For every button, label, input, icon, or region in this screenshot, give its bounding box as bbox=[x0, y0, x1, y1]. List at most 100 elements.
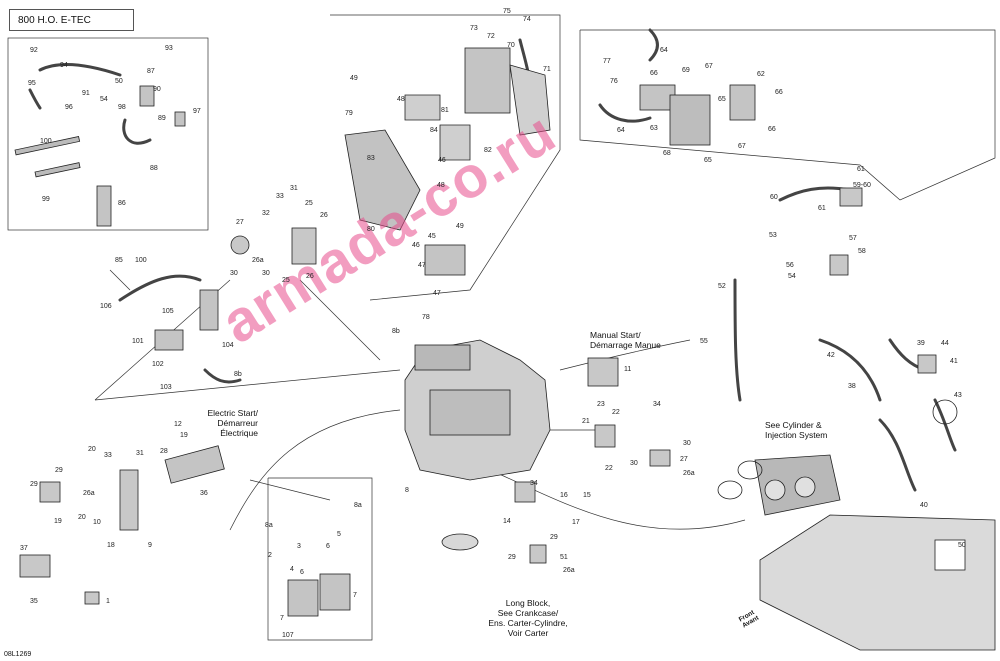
callout-100: 100 bbox=[135, 257, 147, 264]
callout-56: 56 bbox=[786, 262, 794, 269]
callout-100: 100 bbox=[40, 138, 52, 145]
callout-77: 77 bbox=[603, 58, 611, 65]
callout-27: 27 bbox=[236, 219, 244, 226]
callout-62: 62 bbox=[757, 71, 765, 78]
note-electric-start: Electric Start/ Démarreur Électrique bbox=[207, 408, 258, 438]
callout-66: 66 bbox=[650, 70, 658, 77]
callout-29: 29 bbox=[550, 534, 558, 541]
callout-47: 47 bbox=[418, 262, 426, 269]
callout-55: 55 bbox=[700, 338, 708, 345]
callout-58: 58 bbox=[858, 248, 866, 255]
callout-72: 72 bbox=[487, 33, 495, 40]
callout-29: 29 bbox=[55, 467, 63, 474]
callout-26a: 26a bbox=[683, 470, 695, 477]
callout-34: 34 bbox=[653, 401, 661, 408]
callout-46: 46 bbox=[438, 157, 446, 164]
callout-98: 98 bbox=[118, 104, 126, 111]
callout-19: 19 bbox=[180, 432, 188, 439]
callout-35: 35 bbox=[30, 598, 38, 605]
callout-80: 80 bbox=[367, 226, 375, 233]
callout-9: 9 bbox=[148, 542, 152, 549]
callout-30: 30 bbox=[683, 440, 691, 447]
callout-29: 29 bbox=[30, 481, 38, 488]
callout-73: 73 bbox=[470, 25, 478, 32]
callout-92: 92 bbox=[30, 47, 38, 54]
callout-1: 1 bbox=[106, 598, 110, 605]
callout-76: 76 bbox=[610, 78, 618, 85]
callout-33: 33 bbox=[276, 193, 284, 200]
callout-46: 46 bbox=[412, 242, 420, 249]
callout-43: 43 bbox=[954, 392, 962, 399]
callout-74: 74 bbox=[523, 16, 531, 23]
callout-11: 11 bbox=[624, 366, 632, 373]
group-box-ignition bbox=[267, 477, 373, 641]
callout-65: 65 bbox=[704, 157, 712, 164]
callout-94: 94 bbox=[60, 62, 68, 69]
callout-21: 21 bbox=[582, 418, 590, 425]
callout-67: 67 bbox=[705, 63, 713, 70]
callout-12: 12 bbox=[174, 421, 182, 428]
callout-8: 8 bbox=[405, 487, 409, 494]
callout-26: 26 bbox=[306, 273, 314, 280]
callout-67: 67 bbox=[738, 143, 746, 150]
part-107 bbox=[441, 533, 479, 551]
callout-97: 97 bbox=[193, 108, 201, 115]
callout-93: 93 bbox=[165, 45, 173, 52]
callout-5: 5 bbox=[337, 531, 341, 538]
callout-27: 27 bbox=[680, 456, 688, 463]
callout-64: 64 bbox=[617, 127, 625, 134]
callout-61: 61 bbox=[818, 205, 826, 212]
callout-8b: 8b bbox=[392, 328, 400, 335]
callout-54: 54 bbox=[788, 273, 796, 280]
callout-30: 30 bbox=[230, 270, 238, 277]
callout-32: 32 bbox=[262, 210, 270, 217]
callout-70: 70 bbox=[507, 42, 515, 49]
callout-82: 82 bbox=[484, 147, 492, 154]
callout-49: 49 bbox=[456, 223, 464, 230]
callout-8a: 8a bbox=[354, 502, 362, 509]
callout-64: 64 bbox=[660, 47, 668, 54]
ecm-module bbox=[464, 47, 511, 114]
callout-38: 38 bbox=[848, 383, 856, 390]
doc-code: 08L1269 bbox=[4, 651, 32, 658]
callout-23: 23 bbox=[597, 401, 605, 408]
callout-54: 54 bbox=[100, 96, 108, 103]
callout-28: 28 bbox=[160, 448, 168, 455]
callout-61: 61 bbox=[857, 166, 865, 173]
callout-39: 39 bbox=[917, 340, 925, 347]
callout-91: 91 bbox=[82, 90, 90, 97]
callout-2: 2 bbox=[268, 552, 272, 559]
callout-78: 78 bbox=[422, 314, 430, 321]
callout-66: 66 bbox=[768, 126, 776, 133]
callout-49: 49 bbox=[350, 75, 358, 82]
callout-36: 36 bbox=[200, 490, 208, 497]
note-manual-start: Manual Start/ Démarrage Manue bbox=[590, 330, 661, 350]
callout-15: 15 bbox=[583, 492, 591, 499]
callout-26a: 26a bbox=[252, 257, 264, 264]
group-box-upper-left bbox=[7, 37, 209, 231]
air-silencer bbox=[344, 129, 421, 231]
callout-102: 102 bbox=[152, 361, 164, 368]
callout-45: 45 bbox=[428, 233, 436, 240]
callout-81: 81 bbox=[441, 107, 449, 114]
callout-60: 60 bbox=[770, 194, 778, 201]
callout-41: 41 bbox=[950, 358, 958, 365]
callout-48: 48 bbox=[437, 182, 445, 189]
callout-8b: 8b bbox=[234, 371, 242, 378]
callout-25: 25 bbox=[305, 200, 313, 207]
callout-14: 14 bbox=[503, 518, 511, 525]
callout-30: 30 bbox=[262, 270, 270, 277]
callout-65: 65 bbox=[718, 96, 726, 103]
callout-63: 63 bbox=[650, 125, 658, 132]
callout-4: 4 bbox=[290, 566, 294, 573]
callout-101: 101 bbox=[132, 338, 144, 345]
callout-6: 6 bbox=[326, 543, 330, 550]
callout-79: 79 bbox=[345, 110, 353, 117]
callout-89: 89 bbox=[158, 115, 166, 122]
callout-6: 6 bbox=[300, 569, 304, 576]
callout-106: 106 bbox=[100, 303, 112, 310]
callout-30: 30 bbox=[630, 460, 638, 467]
callout-22: 22 bbox=[612, 409, 620, 416]
